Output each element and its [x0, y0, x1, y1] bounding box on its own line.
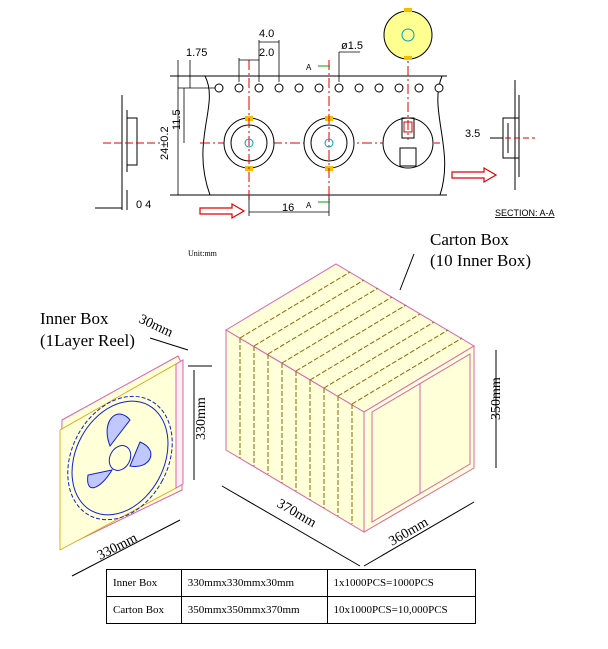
carton-title-line1: Carton Box: [430, 230, 509, 249]
section-mark-top: A: [306, 63, 312, 72]
tape-dimension-lines: [177, 40, 360, 216]
dim-tape-width: 24±0.2: [159, 126, 171, 160]
table-row: Inner Box 330mmx330mmx30mm 1x1000PCS=100…: [106, 569, 477, 597]
inner-title-line1: Inner Box: [40, 309, 109, 328]
dim-hole: ø1.5: [341, 40, 363, 52]
inner-dim-width: 330mm: [95, 531, 140, 564]
tape-side-profile: [95, 95, 160, 210]
reel-icon: [67, 395, 173, 521]
table-cell-qty: 10x1000PCS=10,000PCS: [326, 596, 477, 624]
inner-title-line2: (1Layer Reel): [40, 331, 135, 350]
table-cell-name: Inner Box: [106, 569, 182, 597]
pocket-1: [223, 100, 275, 200]
section-a-a: [490, 80, 535, 190]
unit-label: Unit:mm: [188, 249, 218, 258]
table-cell-size: 350mmx350mmx370mm: [180, 596, 328, 624]
component-top-view: [383, 8, 433, 60]
dim-1-75: 1.75: [186, 47, 207, 59]
carton-title-line2: (10 Inner Box): [430, 251, 531, 270]
dim-thickness: 0 4: [136, 199, 151, 211]
inner-dim-height: 330mm: [194, 397, 209, 440]
dim-2: 2.0: [259, 47, 274, 59]
dim-pocket-pitch: 16: [282, 202, 294, 214]
section-mark-bottom: A: [306, 201, 312, 210]
pocket-2: [303, 60, 355, 200]
sprocket-holes: [214, 83, 444, 93]
dim-pitch-4: 4.0: [259, 28, 274, 40]
inner-box-drawing: 30mm 330mm 330mm Inner Box (1Layer Reel): [40, 309, 212, 577]
feed-arrows: [199, 166, 498, 220]
inner-box-stripes: [239, 271, 463, 524]
packing-spec-table: Inner Box 330mmx330mmx30mm 1x1000PCS=100…: [106, 569, 477, 624]
carton-dim-width: 360mm: [387, 515, 432, 549]
pocket-3: [382, 48, 434, 169]
carton-dim-height: 350mm: [489, 377, 504, 420]
table-cell-size: 330mmx330mmx30mm: [180, 569, 328, 597]
section-label: SECTION: A-A: [495, 208, 555, 218]
table-cell-name: Carton Box: [106, 596, 182, 624]
inner-dim-thickness: 30mm: [136, 312, 175, 341]
dim-depth: 3.5: [465, 128, 480, 140]
table-cell-qty: 1x1000PCS=1000PCS: [326, 569, 477, 597]
carrier-tape-drawing: 4.0 2.0 1.75 ø1.5 A A 11.5 24±0.2 16 0 4…: [95, 8, 555, 220]
table-row: Carton Box 350mmx350mmx370mm 10x1000PCS=…: [106, 596, 477, 624]
carton-box-drawing: 370mm 360mm 350mm Carton Box (10 Inner B…: [221, 230, 531, 567]
dim-11-5: 11.5: [171, 109, 183, 130]
